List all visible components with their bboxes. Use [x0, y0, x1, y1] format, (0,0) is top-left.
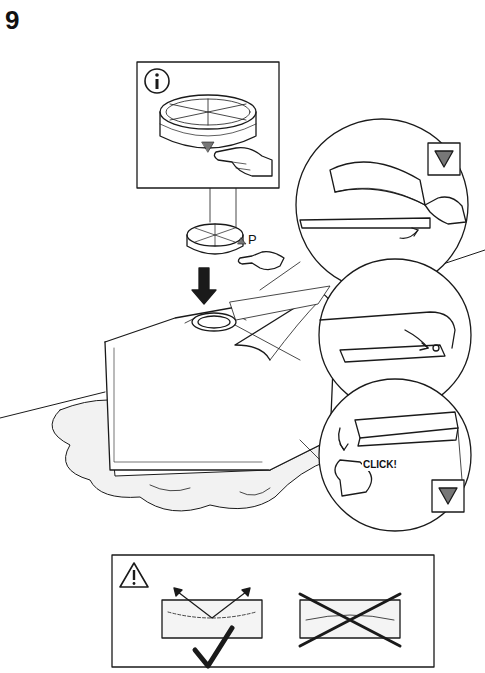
insert-arrow: [192, 268, 216, 304]
step-number: 9: [4, 6, 20, 34]
info-box: [137, 62, 279, 188]
leader-line: [210, 188, 236, 228]
click-note: CLICK!: [362, 459, 398, 471]
cooker-hood: [105, 286, 335, 470]
hand: [238, 252, 284, 270]
cloth-fold: [150, 485, 270, 495]
part-letter: P: [247, 232, 258, 247]
detail-leader: [235, 262, 320, 460]
grease-filter: [187, 224, 246, 254]
warning-box: [112, 555, 434, 667]
detail-click: [319, 379, 471, 531]
